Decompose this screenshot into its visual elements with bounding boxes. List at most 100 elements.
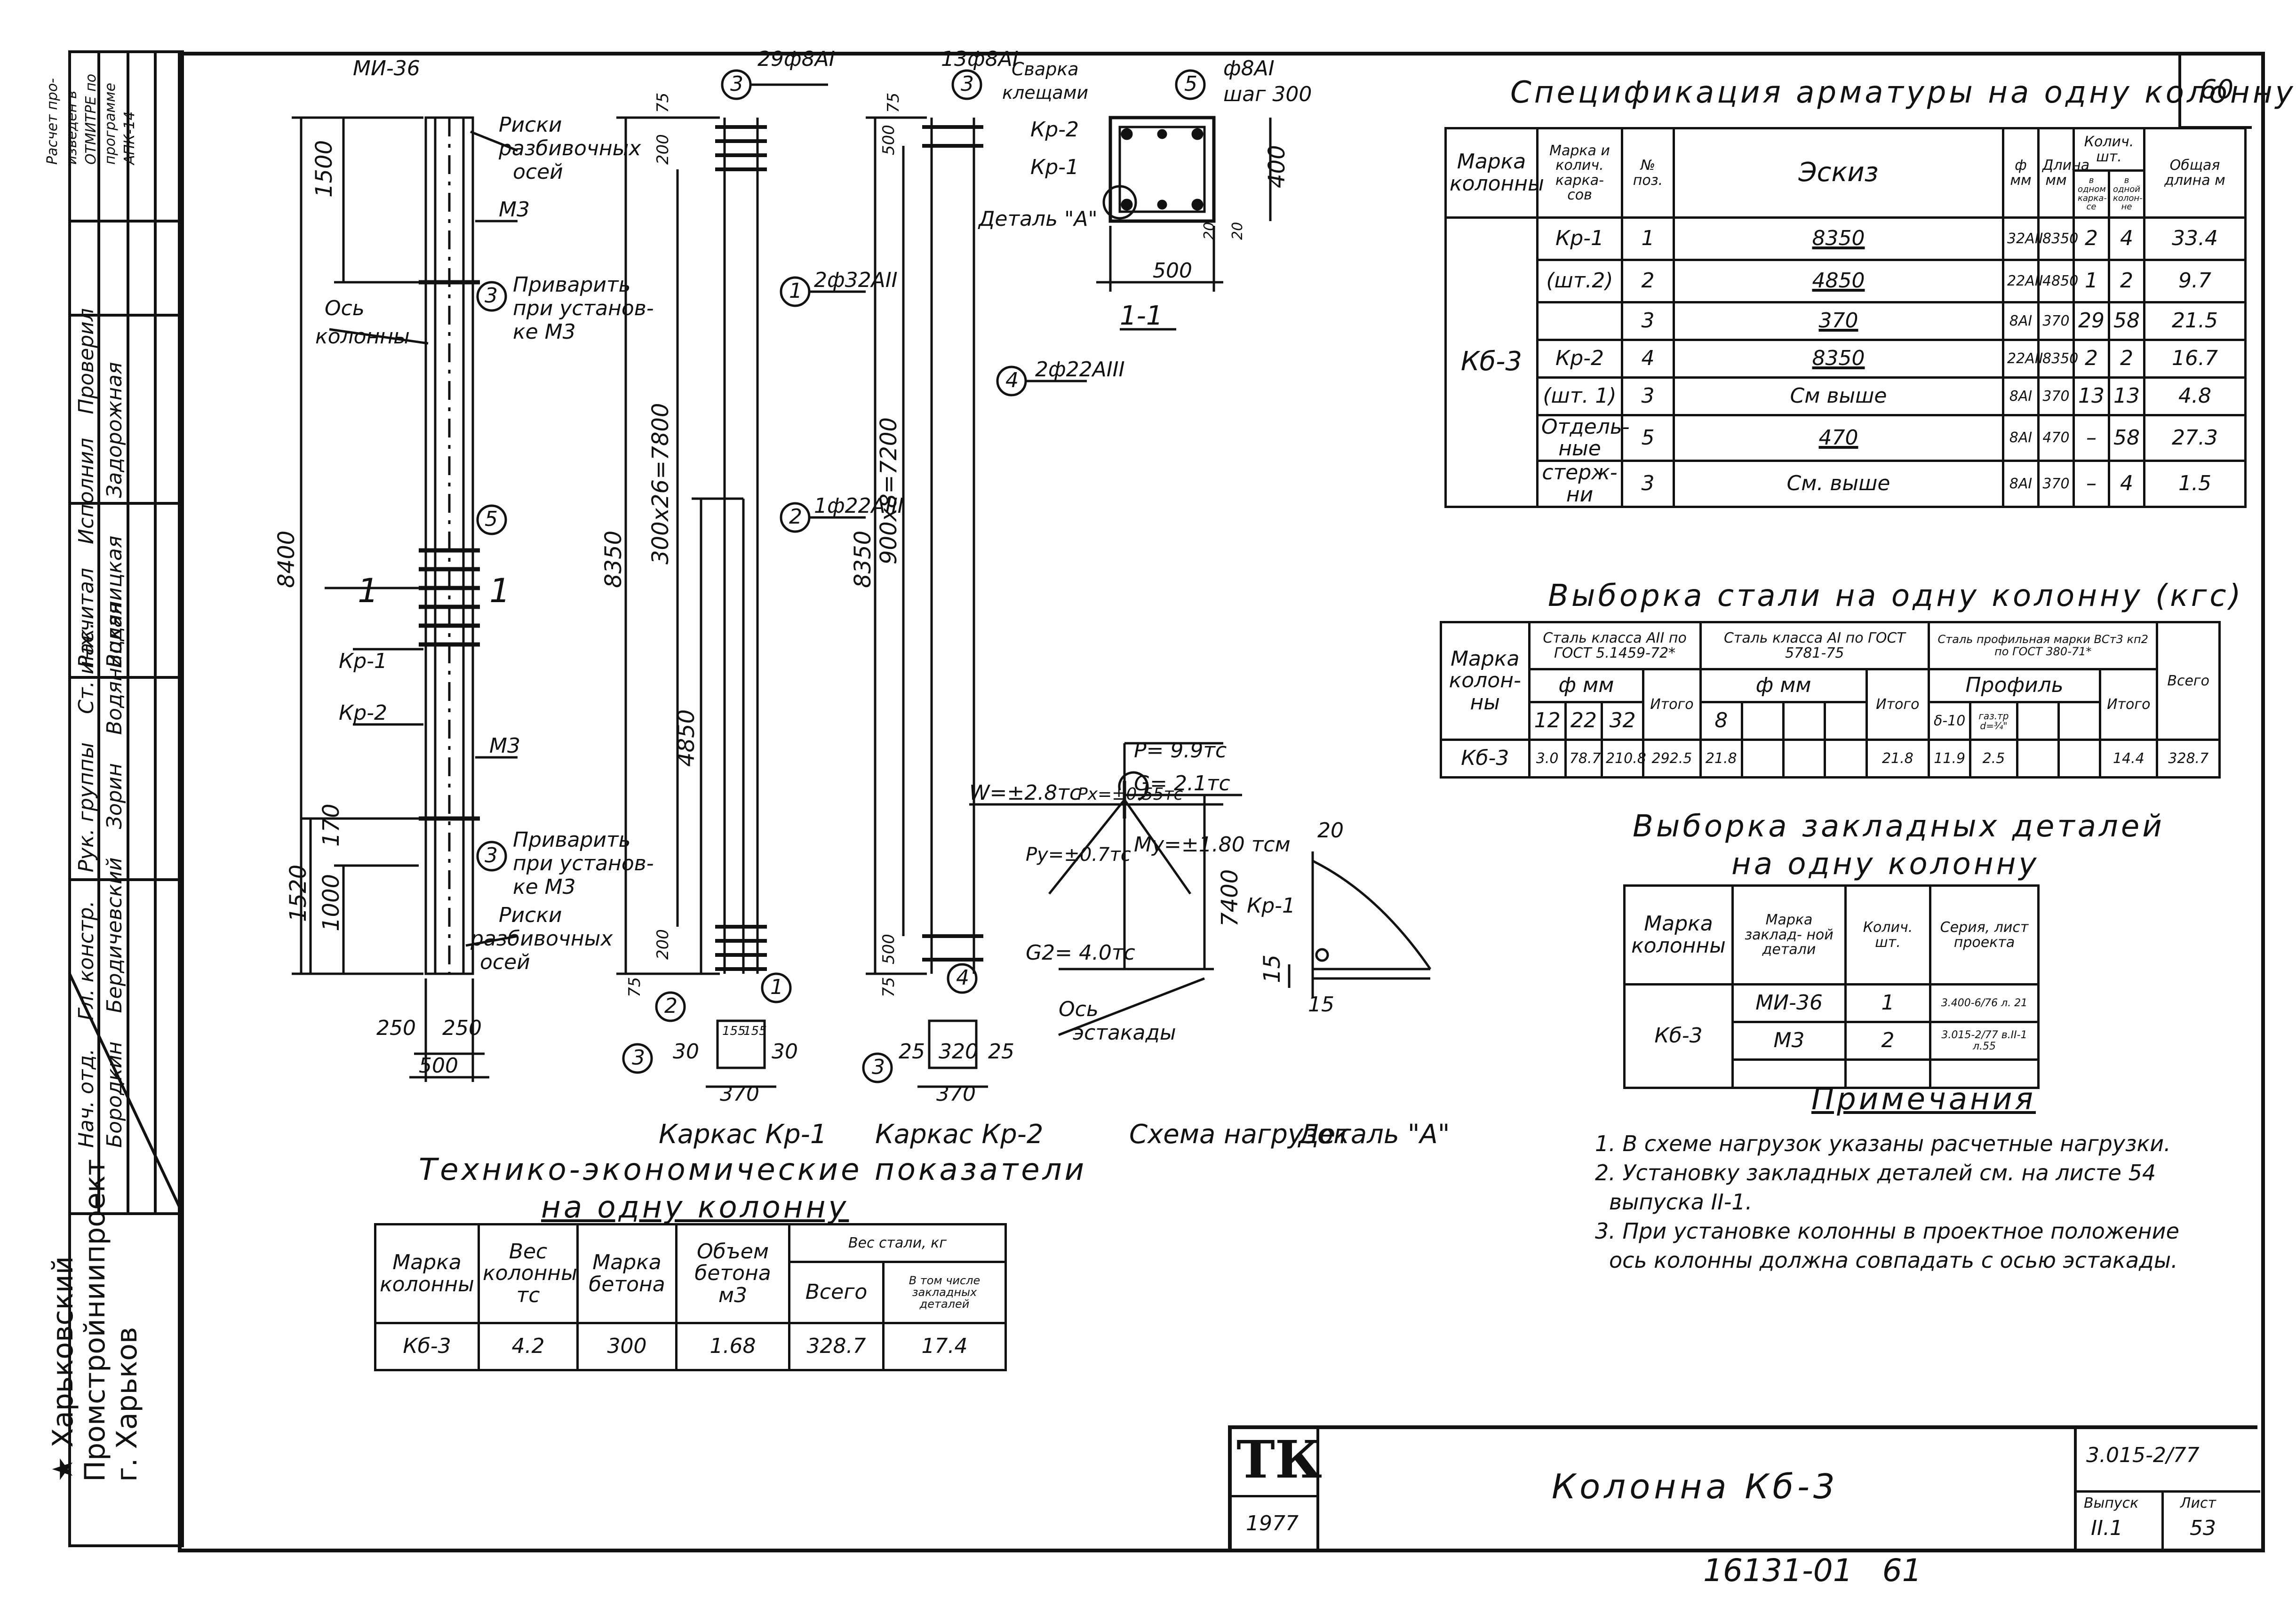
title-vypusk-label: Выпуск xyxy=(2084,1495,2139,1511)
steel-cell-marka: Кб-3 xyxy=(1440,739,1531,779)
note-item: 1. В схеме нагрузок указаны расчетные на… xyxy=(1595,1131,2171,1156)
sec-svarka: Сварка xyxy=(1012,59,1079,80)
steel-h-empty xyxy=(2016,701,2060,741)
kr2-caption: Каркас Кр-2 xyxy=(875,1119,1044,1150)
sec-kleshch: клещами xyxy=(1002,82,1088,103)
spec-cell-eskiz: См. выше xyxy=(1673,460,2004,508)
load-g2: G2= 4.0тс xyxy=(1026,941,1135,965)
kr1-callout-2: 2 xyxy=(789,505,802,529)
elev-dim-8400: 8400 xyxy=(273,531,300,588)
kr1-sec-30a: 30 xyxy=(673,1040,699,1064)
kr1-dim-200b: 200 xyxy=(654,929,672,960)
kr2-sec-320: 320 xyxy=(939,1040,978,1064)
sec-dim-400: 400 xyxy=(1264,145,1290,188)
emb-h-kol: Колич. шт. xyxy=(1844,884,1931,986)
elev-prius-bottom: при установ- xyxy=(513,851,654,875)
spec-cell-eskiz: 370 xyxy=(1673,301,2004,341)
load-os: Ось xyxy=(1059,997,1099,1021)
kr1-sec-155b: 155 xyxy=(743,1024,767,1038)
spec-row: (шт. 1) 3 См выше 8АI 370 13 13 4.8 xyxy=(1446,376,2247,416)
note-item: 2. Установку закладных деталей см. на ли… xyxy=(1595,1160,2156,1185)
steel-cell-32: 210.8 xyxy=(1600,739,1646,779)
steel-h-empty xyxy=(1782,701,1826,741)
steel-cell-d10: 11.9 xyxy=(1928,739,1972,779)
detailA-dim-15: 15 xyxy=(1308,993,1334,1017)
elev-osei-bottom: осей xyxy=(480,950,530,974)
steel-h-vsego: Всего xyxy=(2156,621,2221,741)
steel-h-phi-b: ф мм xyxy=(1699,668,1868,703)
elev-section-1b: 1 xyxy=(489,572,510,610)
sec-dim-20b: 20 xyxy=(1229,222,1246,240)
kr2-dim-500a: 500 xyxy=(879,125,898,155)
elev-dim-1520: 1520 xyxy=(285,865,311,922)
spec-cell-phi: 8АI xyxy=(2002,376,2040,416)
kr2-dim-7200: 900х8=7200 xyxy=(876,417,902,564)
tep-h-stal: Вес стали, кг xyxy=(788,1223,1007,1263)
note-item: ось колонны должна совпадать с осью эста… xyxy=(1609,1248,2178,1273)
spec-h-dlina: Длина мм xyxy=(2037,127,2089,219)
steel-h-itogo3: Итого xyxy=(2099,668,2159,741)
sec-kr2: Кр-2 xyxy=(1030,118,1079,142)
load-py: Py=±0.7тс xyxy=(1026,844,1131,866)
steel-cell-itogo3: 14.4 xyxy=(2099,739,2159,779)
load-p: P= 9.9тс xyxy=(1134,739,1227,763)
spec-sheet-number-box: 60 xyxy=(2178,56,2252,129)
title-list: 53 xyxy=(2190,1516,2216,1540)
spec-cell-poz: 2 xyxy=(1621,259,1675,303)
steel-h-22: 22 xyxy=(1564,701,1603,741)
title-series: 3.015-2/77 xyxy=(2086,1443,2200,1467)
spec-cell-q1: 29 xyxy=(2073,301,2110,341)
steel-h-itogo2: Итого xyxy=(1865,668,1930,741)
kr1-dim-7800: 300х26=7800 xyxy=(647,403,674,564)
tep-title-2: на одну колонну xyxy=(541,1190,849,1225)
spec-cell-phi: 8АI xyxy=(2002,460,2040,508)
sec-dim-500: 500 xyxy=(1153,259,1192,283)
elev-m3-top: М3 xyxy=(499,198,530,222)
elev-callout-5: 5 xyxy=(485,507,498,531)
elev-osei-label: осей xyxy=(513,160,563,184)
kr1-top-bar: 29ф8АI xyxy=(757,47,835,71)
spec-cell-group: Кр-1 xyxy=(1536,216,1623,261)
spec-cell-len: 8350 xyxy=(2037,339,2078,379)
elev-dim-250b: 250 xyxy=(442,1016,482,1040)
spec-cell-phi: 32АII xyxy=(2002,216,2043,261)
spec-cell-total: 21.5 xyxy=(2143,301,2247,341)
spec-h-phi: ф мм xyxy=(2002,127,2040,219)
spec-cell-q2: 4 xyxy=(2108,216,2145,261)
spec-cell-poz: 4 xyxy=(1621,339,1675,379)
kr2-sec-370: 370 xyxy=(936,1082,976,1106)
steel-h-phi-a: ф мм xyxy=(1528,668,1645,703)
notes-title: Примечания xyxy=(1811,1082,2036,1117)
detailA-dim-20: 20 xyxy=(1317,819,1344,843)
elev-razb-bottom: разбивочных xyxy=(470,927,613,951)
spec-cell-poz: 5 xyxy=(1621,413,1675,462)
spec-cell-eskiz: 4850 xyxy=(1673,259,2004,303)
kr2-top-bar: 13ф8АI xyxy=(941,47,1019,71)
load-px: Px=±0.55тс xyxy=(1077,785,1183,804)
kr1-callout-3: 3 xyxy=(730,72,743,96)
emb-row: М3 2 3.015-2/77 в.II-1 л.55 xyxy=(1625,1021,2040,1061)
kr1-dim-75b: 75 xyxy=(625,977,644,997)
sec-f8: ф8АI xyxy=(1223,56,1275,80)
spec-cell-q1: – xyxy=(2073,413,2110,462)
elev-kr1-label: Кр-1 xyxy=(339,649,387,673)
spec-h-kolich: Колич. шт. xyxy=(2073,127,2145,172)
emb-row: Кб-3 МИ-36 1 3.400-6/76 л. 21 xyxy=(1623,983,2040,1089)
steel-h-marka: Марка колон- ны xyxy=(1440,621,1531,741)
tep-row: Кб-3 4.2 300 1.68 328.7 17.4 xyxy=(374,1322,1007,1371)
tep-cell-vsego: 328.7 xyxy=(788,1322,885,1371)
spec-cell-q2: 4 xyxy=(2108,460,2145,508)
spec-cell-q1: 2 xyxy=(2073,216,2110,261)
sec-kr1: Кр-1 xyxy=(1030,155,1079,179)
kr2-dim-75b: 75 xyxy=(879,977,898,997)
embedded-title-2: на одну колонну xyxy=(1731,847,2040,882)
kr1-dim-200a: 200 xyxy=(654,134,672,165)
spec-row: (шт.2) 2 4850 22АII 4850 1 2 9.7 xyxy=(1446,259,2247,303)
spec-cell-total: 33.4 xyxy=(2143,216,2247,261)
elev-kolonny-label: колонны xyxy=(315,325,410,349)
spec-cell-eskiz: 470 xyxy=(1673,413,2004,462)
spec-cell-poz: 3 xyxy=(1621,376,1675,416)
spec-cell-poz: 3 xyxy=(1621,460,1675,508)
